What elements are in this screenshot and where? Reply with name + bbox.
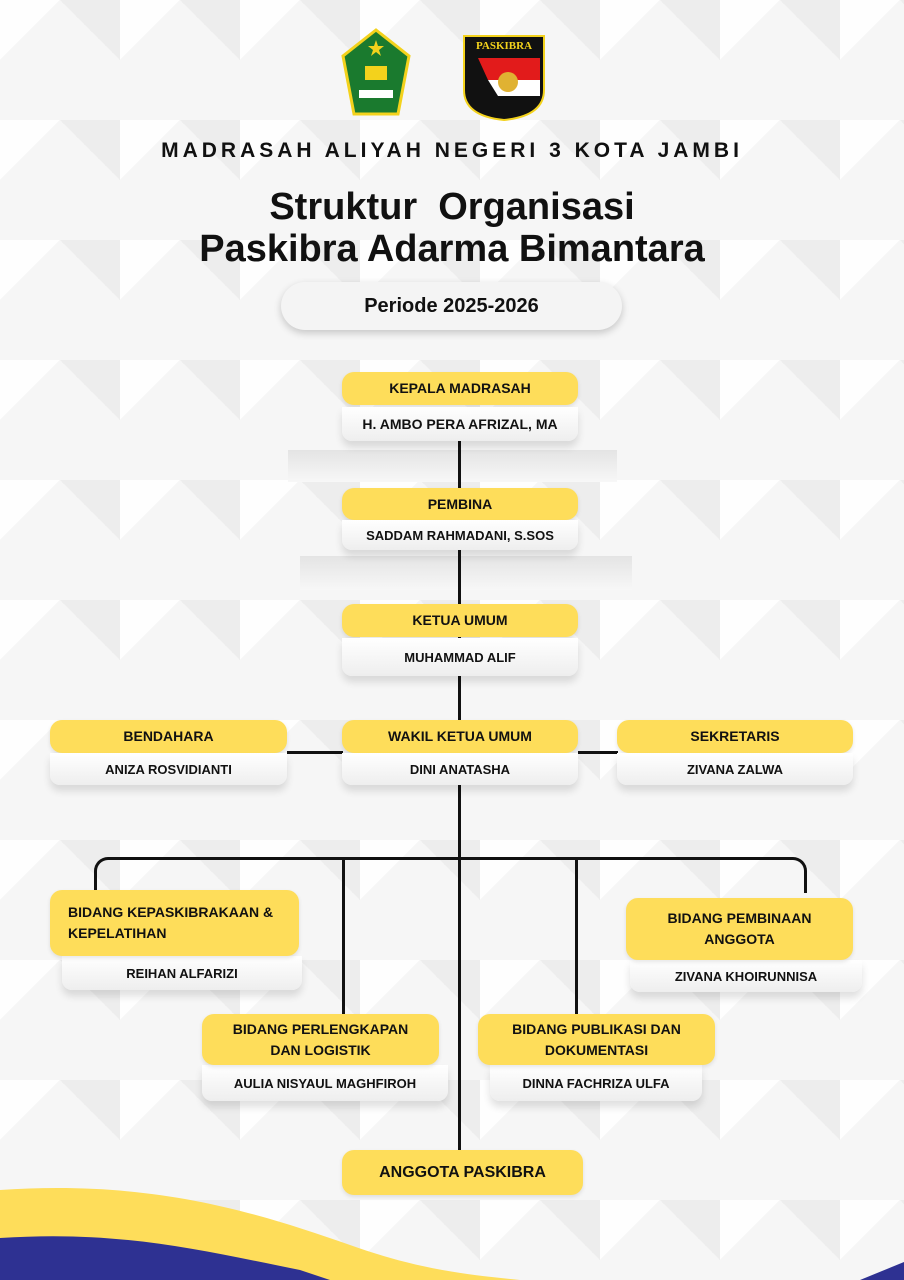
- person-name: H. AMBO PERA AFRIZAL, MA: [342, 407, 578, 441]
- connector-line: [94, 857, 807, 893]
- connector-line: [287, 751, 343, 754]
- title-line-2: Paskibra Adarma Bimantara: [199, 228, 705, 270]
- connector-line: [578, 751, 618, 754]
- kemenag-logo: [341, 28, 411, 116]
- person-name: DINNA FACHRIZA ULFA: [490, 1065, 702, 1101]
- person-name: ANIZA ROSVIDIANTI: [50, 753, 287, 785]
- connector-line: [458, 440, 461, 1152]
- person-name: REIHAN ALFARIZI: [62, 956, 302, 990]
- bottom-wave-decoration: [0, 1188, 904, 1280]
- role-label: WAKIL KETUA UMUM: [342, 720, 578, 753]
- shadow-band: [300, 556, 632, 590]
- connector-line: [575, 857, 578, 1017]
- shadow-band: [288, 450, 617, 482]
- person-name: SADDAM RAHMADANI, S.SOS: [342, 520, 578, 550]
- role-label: BENDAHARA: [50, 720, 287, 753]
- paskibra-logo: PASKIBRA: [463, 35, 545, 122]
- period-badge: Periode 2025-2026: [281, 282, 622, 330]
- paskibra-logo-text: PASKIBRA: [476, 40, 532, 52]
- role-label: BIDANG PEMBINAAN ANGGOTA: [626, 898, 853, 960]
- school-name: MADRASAH ALIYAH NEGERI 3 KOTA JAMBI: [161, 139, 743, 162]
- role-label: BIDANG PUBLIKASI DAN DOKUMENTASI: [478, 1014, 715, 1065]
- role-label: KEPALA MADRASAH: [342, 372, 578, 405]
- role-label: BIDANG KEPASKIBRAKAAN & KEPELATIHAN: [50, 890, 299, 956]
- role-label: BIDANG PERLENGKAPAN DAN LOGISTIK: [202, 1014, 439, 1065]
- title-line-1: Struktur Organisasi: [269, 186, 635, 228]
- person-name: DINI ANATASHA: [342, 753, 578, 785]
- node-anggota-paskibra: ANGGOTA PASKIBRA: [342, 1150, 583, 1195]
- role-label: PEMBINA: [342, 488, 578, 520]
- role-label: KETUA UMUM: [342, 604, 578, 637]
- role-label: SEKRETARIS: [617, 720, 853, 753]
- person-name: AULIA NISYAUL MAGHFIROH: [202, 1065, 448, 1101]
- person-name: ZIVANA ZALWA: [617, 753, 853, 785]
- connector-line: [342, 857, 345, 1017]
- person-name: MUHAMMAD ALIF: [342, 638, 578, 676]
- person-name: ZIVANA KHOIRUNNISA: [630, 960, 862, 992]
